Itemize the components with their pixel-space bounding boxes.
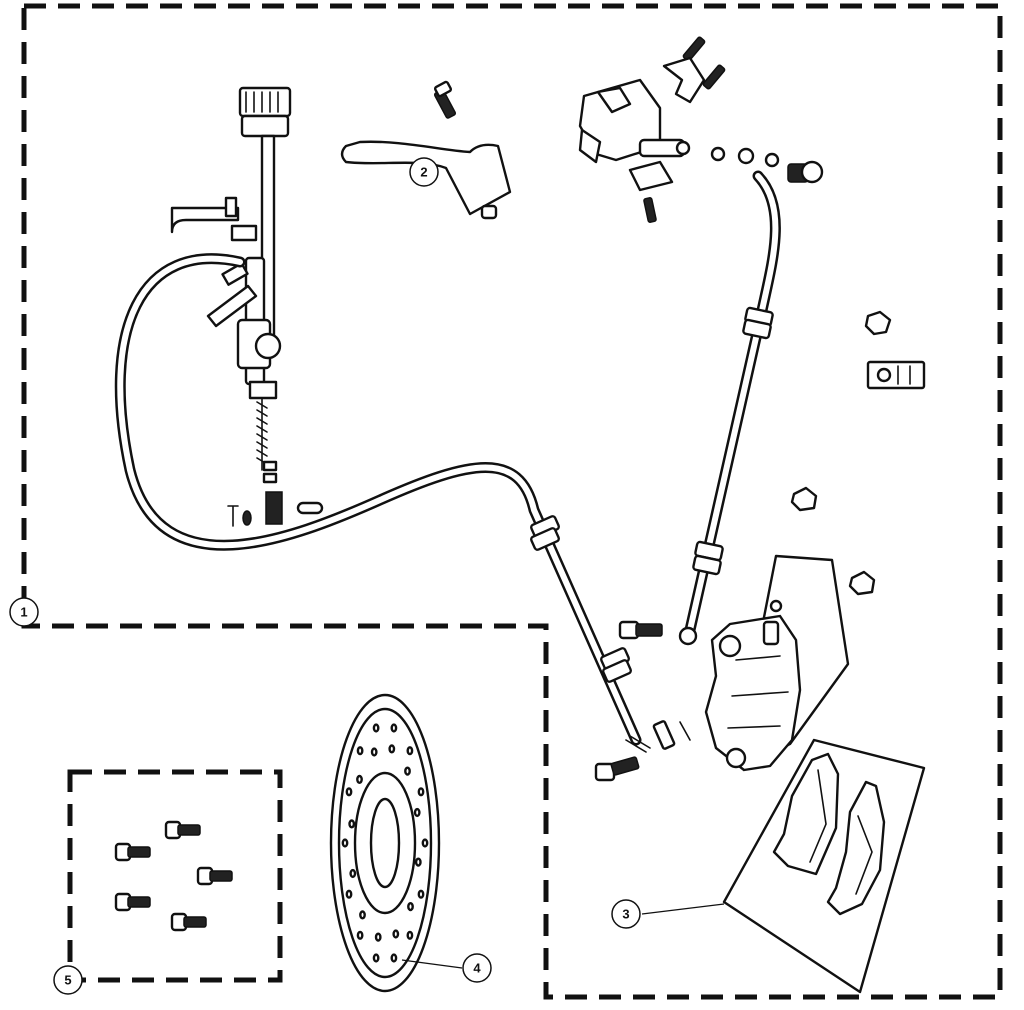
disc-hole [356, 930, 364, 940]
callout-4: 4 [462, 953, 492, 983]
rear-brake-hose [114, 253, 676, 750]
svg-text:2: 2 [420, 165, 427, 180]
disc-hole [390, 953, 398, 963]
svg-text:5: 5 [64, 973, 71, 988]
disc-hole [348, 819, 356, 829]
group-frame-5 [67, 769, 283, 983]
disc-hole [414, 857, 422, 867]
disc-hole [406, 930, 414, 940]
disc-hole [356, 746, 364, 756]
disc-hole [372, 723, 380, 733]
svg-text:1: 1 [20, 605, 27, 620]
disc-hole [341, 838, 349, 848]
disc-hole [349, 868, 357, 879]
disc-hole [421, 838, 429, 848]
svg-text:3: 3 [622, 907, 629, 922]
disc-bolts [114, 820, 233, 932]
disc-hole [374, 932, 382, 942]
mounting-hardware [790, 310, 926, 596]
disc-hole [417, 889, 425, 899]
callout-1: 1 [9, 597, 39, 627]
disc-hole [404, 766, 411, 776]
disc-hole [390, 723, 398, 733]
leader-line-3 [641, 903, 725, 915]
brake-lever [340, 80, 512, 220]
disc-hole [370, 747, 378, 757]
brake-caliper-assembly [594, 554, 850, 782]
disc-hole [406, 746, 414, 756]
disc-hole [388, 744, 396, 754]
disc-hole [413, 807, 421, 818]
brake-disc [329, 693, 441, 993]
rear-master-cylinder [170, 86, 324, 527]
callout-2: 2 [409, 157, 439, 187]
disc-hole [356, 774, 363, 785]
svg-text:4: 4 [473, 961, 481, 976]
leader-line-4 [401, 959, 463, 969]
disc-hole [407, 901, 414, 912]
callout-5: 5 [53, 965, 83, 995]
front-brake-hose [678, 170, 781, 646]
callout-3: 3 [611, 899, 641, 929]
front-master-cylinder [578, 36, 824, 223]
disc-hole [392, 929, 400, 939]
disc-hole [345, 787, 353, 797]
disc-hole [372, 953, 380, 963]
disc-hole [345, 889, 353, 899]
brake-pad-set [722, 738, 926, 994]
disc-hole [417, 787, 425, 797]
disc-hole [359, 910, 366, 920]
